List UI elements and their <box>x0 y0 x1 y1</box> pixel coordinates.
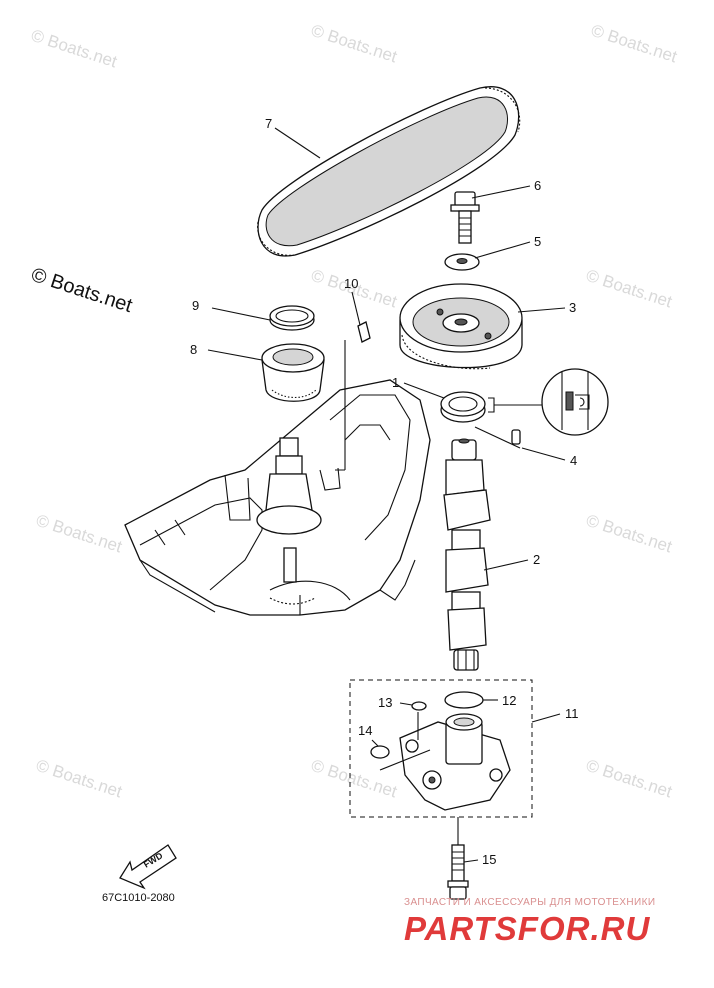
watermark: © Boats.net <box>584 266 675 312</box>
callout-10: 10 <box>344 276 358 291</box>
watermark: © Boats.net <box>34 756 125 802</box>
o-ring-small[interactable] <box>411 701 427 711</box>
watermark: © Boats.net <box>309 756 400 802</box>
watermark: © Boats.net <box>589 21 680 67</box>
callout-3: 3 <box>569 300 576 315</box>
pump-bolt[interactable] <box>447 844 469 900</box>
leader-lines <box>207 127 566 863</box>
watermark: © Boats.net <box>584 756 675 802</box>
oil-pump[interactable] <box>379 712 511 811</box>
callouts: 7 6 5 10 9 3 8 1 4 2 13 12 11 14 15 <box>190 116 579 867</box>
watermark: © Boats.net <box>309 21 400 67</box>
oil-pump-assembly-box <box>349 679 533 818</box>
camshaft[interactable] <box>443 438 491 671</box>
diagram-code: 67C1010-2080 <box>102 892 175 904</box>
callout-7: 7 <box>265 116 272 131</box>
brand-logo: PARTSFOR.RU <box>404 910 650 947</box>
brand-footer: ЗАПЧАСТИ И АКСЕССУАРЫ ДЛЯ МОТОТЕХНИКИ PA… <box>404 897 655 947</box>
callout-4: 4 <box>570 453 577 468</box>
callout-15: 15 <box>482 852 496 867</box>
bolt[interactable] <box>450 191 480 244</box>
o-ring-side[interactable] <box>370 745 390 759</box>
dowel-pin[interactable] <box>511 429 521 445</box>
bearing-housing[interactable] <box>261 343 325 402</box>
callout-2: 2 <box>533 552 540 567</box>
brand-tagline: ЗАПЧАСТИ И АКСЕССУАРЫ ДЛЯ МОТОТЕХНИКИ <box>404 897 655 908</box>
camshaft-pulley[interactable] <box>399 283 523 370</box>
callout-9: 9 <box>192 298 199 313</box>
seal-detail-inset <box>488 368 609 436</box>
callout-8: 8 <box>190 342 197 357</box>
callout-12: 12 <box>502 693 516 708</box>
callout-1: 1 <box>392 375 399 390</box>
watermark: © Boats.net <box>584 511 675 557</box>
oil-seal[interactable] <box>440 391 486 423</box>
engine-block <box>124 340 431 616</box>
watermark: © Boats.net <box>29 26 120 72</box>
timing-belt[interactable] <box>257 86 521 257</box>
copyright-notice: © Boats.net <box>28 264 135 317</box>
callout-5: 5 <box>534 234 541 249</box>
callout-6: 6 <box>534 178 541 193</box>
callout-13: 13 <box>378 695 392 710</box>
callout-11: 11 <box>565 706 579 721</box>
o-ring-large[interactable] <box>444 691 484 709</box>
fwd-arrow-icon: FWD <box>119 844 177 890</box>
locating-clip[interactable] <box>357 321 371 343</box>
washer[interactable] <box>444 253 480 271</box>
callout-14: 14 <box>358 723 372 738</box>
seal-ring[interactable] <box>269 305 315 331</box>
watermark: © Boats.net <box>34 511 125 557</box>
